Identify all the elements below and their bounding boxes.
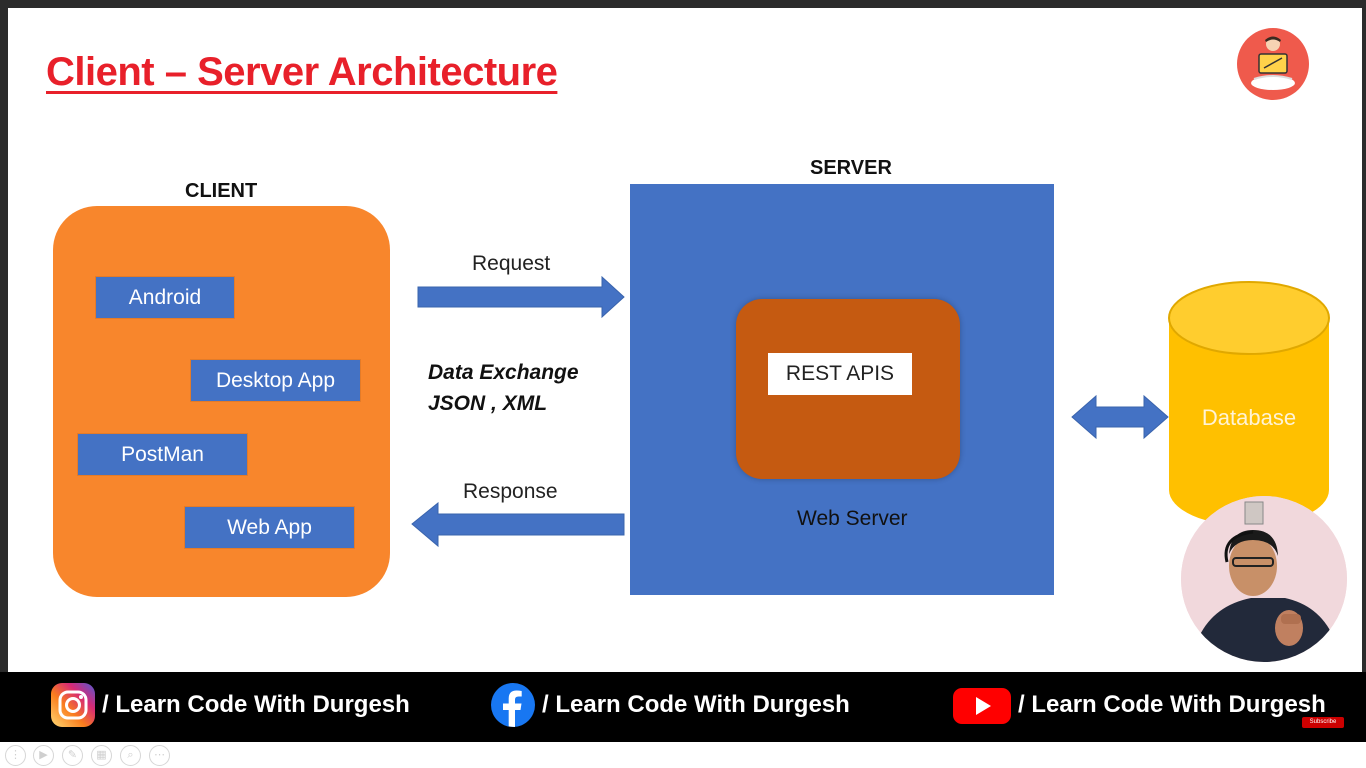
request-label: Request <box>472 252 551 275</box>
footer-bar: / Learn Code With Durgesh / Learn Code W… <box>0 672 1366 742</box>
facebook-icon <box>491 683 535 727</box>
menu-icon[interactable]: ⋮ <box>5 745 26 766</box>
instagram-link[interactable]: / Learn Code With Durgesh <box>50 680 410 730</box>
response-label: Response <box>463 480 558 503</box>
presenter-image <box>1181 496 1347 662</box>
facebook-link[interactable]: / Learn Code With Durgesh <box>490 680 850 730</box>
pen-icon[interactable]: ✎ <box>62 745 83 766</box>
server-label: SERVER <box>810 157 892 179</box>
client-item-android: Android <box>96 277 234 318</box>
client-item-postman: PostMan <box>78 434 247 475</box>
play-icon[interactable]: ▶ <box>33 745 54 766</box>
youtube-handle: / Learn Code With Durgesh <box>1018 691 1326 718</box>
server-database-arrow <box>1071 394 1169 440</box>
data-exchange-line: Data Exchange <box>428 361 579 384</box>
zoom-icon[interactable]: ⌕ <box>120 745 141 766</box>
subscribe-button[interactable]: Subscribe <box>1302 717 1344 728</box>
database-cylinder <box>1168 281 1330 526</box>
client-item-desktop-app: Desktop App <box>191 360 360 401</box>
instagram-icon <box>51 683 95 727</box>
facebook-handle: / Learn Code With Durgesh <box>542 691 850 718</box>
client-label: CLIENT <box>185 180 258 202</box>
presenter-webcam <box>1181 496 1347 662</box>
web-server-label: Web Server <box>797 507 908 530</box>
youtube-icon <box>953 688 1011 724</box>
player-controls: ⋮ ▶ ✎ ▦ ⌕ ⋯ <box>0 742 1366 768</box>
youtube-link[interactable]: / Learn Code With Durgesh <box>952 680 1326 730</box>
request-arrow <box>417 276 625 319</box>
more-icon[interactable]: ⋯ <box>149 745 170 766</box>
rest-apis-box: REST APIS <box>768 353 912 395</box>
client-item-web-app: Web App <box>185 507 354 548</box>
database-label: Database <box>1201 405 1297 430</box>
logo-icon <box>1237 28 1309 100</box>
slides-icon[interactable]: ▦ <box>91 745 112 766</box>
instagram-handle: / Learn Code With Durgesh <box>102 691 410 718</box>
response-arrow <box>411 502 625 548</box>
page-title: Client – Server Architecture <box>46 50 558 94</box>
data-format-line: JSON , XML <box>428 392 548 415</box>
data-exchange-note: Data Exchange JSON , XML <box>428 357 579 419</box>
